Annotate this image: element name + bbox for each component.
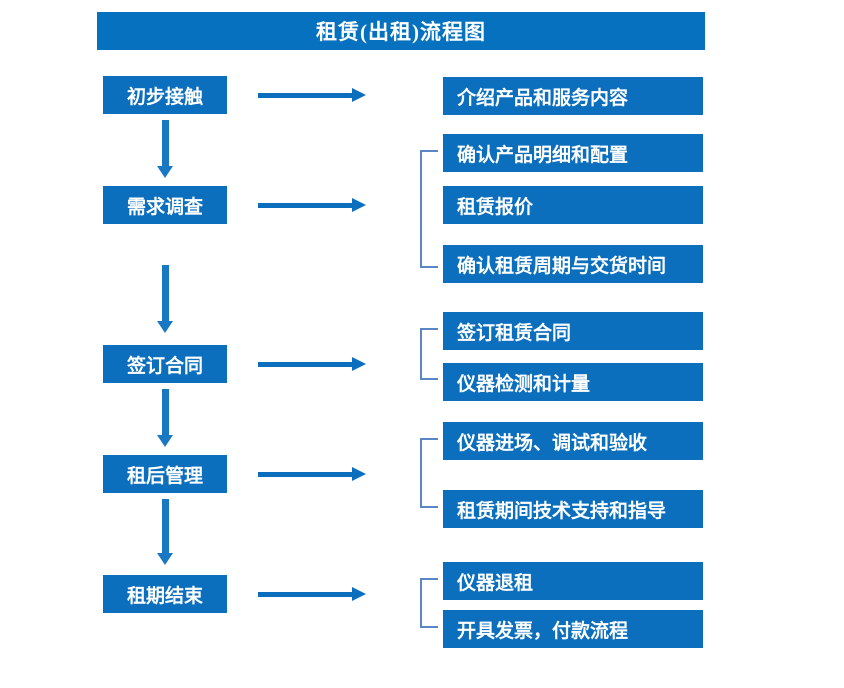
- group-bracket-stage-4: [420, 438, 438, 508]
- arrow-head-icon: [157, 553, 173, 565]
- stage-node-5[interactable]: 租期结束: [103, 575, 227, 613]
- arrow-shaft: [162, 265, 169, 323]
- arrow-shaft: [258, 93, 354, 98]
- stage-node-1[interactable]: 初步接触: [103, 76, 227, 114]
- arrow-head-icon: [352, 467, 366, 481]
- group-bracket-stage-2: [420, 150, 438, 268]
- vertical-arrow-3-to-4: [157, 389, 173, 449]
- arrow-shaft: [258, 472, 354, 477]
- detail-node-2-2[interactable]: 租赁报价: [443, 186, 703, 224]
- detail-node-4-2[interactable]: 租赁期间技术支持和指导: [443, 490, 703, 528]
- arrow-head-icon: [157, 435, 173, 447]
- arrow-shaft: [162, 389, 169, 437]
- arrow-shaft: [258, 592, 354, 597]
- group-bracket-stage-5: [420, 578, 438, 628]
- horizontal-arrow-stage-2: [258, 198, 366, 212]
- horizontal-arrow-stage-4: [258, 467, 366, 481]
- detail-node-3-1[interactable]: 签订租赁合同: [443, 312, 703, 350]
- arrow-shaft: [258, 203, 354, 208]
- detail-node-5-1[interactable]: 仪器退租: [443, 562, 703, 600]
- detail-node-5-2[interactable]: 开具发票，付款流程: [443, 610, 703, 648]
- detail-node-2-1[interactable]: 确认产品明细和配置: [443, 134, 703, 172]
- vertical-arrow-1-to-2: [157, 120, 173, 180]
- horizontal-arrow-stage-5: [258, 587, 366, 601]
- stage-node-3[interactable]: 签订合同: [103, 345, 227, 383]
- arrow-shaft: [162, 120, 169, 168]
- detail-node-3-2[interactable]: 仪器检测和计量: [443, 363, 703, 401]
- diagram-title: 租赁(出租)流程图: [97, 12, 705, 50]
- horizontal-arrow-stage-1: [258, 88, 366, 102]
- detail-node-4-1[interactable]: 仪器进场、调试和验收: [443, 422, 703, 460]
- detail-node-1-1[interactable]: 介绍产品和服务内容: [443, 77, 703, 115]
- arrow-head-icon: [352, 357, 366, 371]
- horizontal-arrow-stage-3: [258, 357, 366, 371]
- stage-node-4[interactable]: 租后管理: [103, 455, 227, 493]
- arrow-head-icon: [157, 321, 173, 333]
- arrow-shaft: [162, 499, 169, 555]
- detail-node-2-3[interactable]: 确认租赁周期与交货时间: [443, 245, 703, 283]
- arrow-head-icon: [352, 587, 366, 601]
- vertical-arrow-2-to-3: [157, 265, 173, 337]
- group-bracket-stage-3: [420, 328, 438, 380]
- arrow-head-icon: [157, 166, 173, 178]
- arrow-head-icon: [352, 88, 366, 102]
- stage-node-2[interactable]: 需求调查: [103, 186, 227, 224]
- arrow-shaft: [258, 362, 354, 367]
- arrow-head-icon: [352, 198, 366, 212]
- vertical-arrow-4-to-5: [157, 499, 173, 569]
